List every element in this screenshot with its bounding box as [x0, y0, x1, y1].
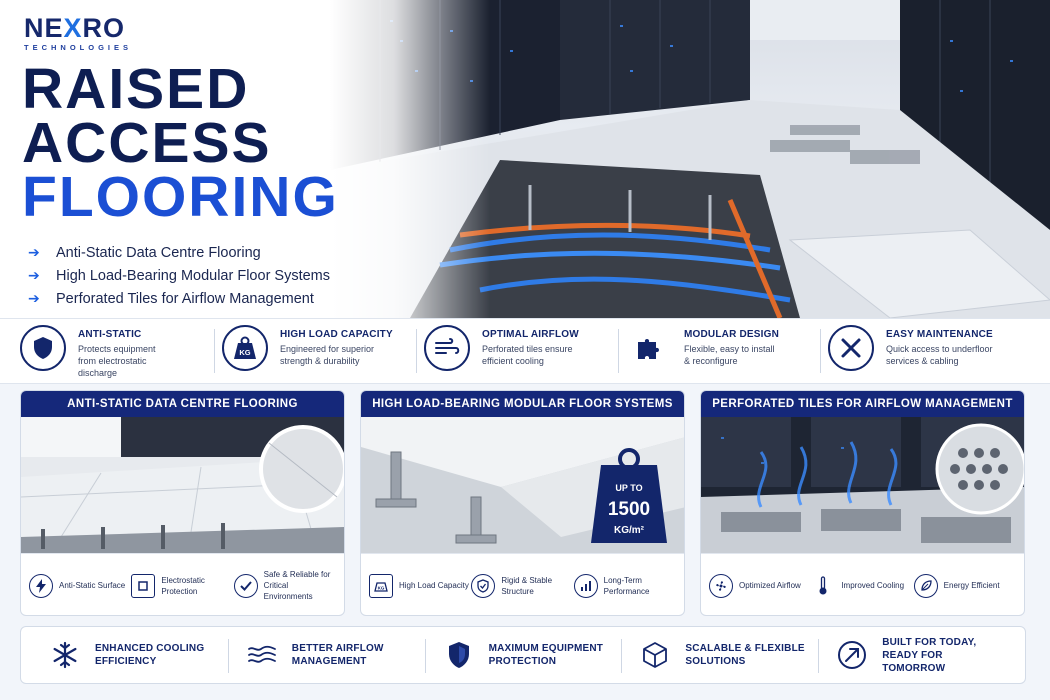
badge-unit: KG/m² [614, 525, 645, 536]
data-centre-photo [330, 0, 1050, 318]
card-title: ANTI-STATIC DATA CENTRE FLOORING [21, 391, 344, 417]
snowflake-icon [49, 639, 81, 671]
chip-icon [131, 573, 156, 598]
product-cards: ANTI-STATIC DATA CENTRE FLOORING Anti-St… [20, 390, 1026, 616]
card-anti-static: ANTI-STATIC DATA CENTRE FLOORING Anti-St… [20, 390, 345, 616]
card-features: Optimized Airflow Improved Cooling Energ… [701, 553, 1024, 615]
pedestal-system-image: UP TO 1500 KG/m² [361, 417, 684, 553]
bullet-list: ➔Anti-Static Data Centre Flooring ➔High … [28, 241, 330, 310]
fan-icon [709, 573, 733, 598]
shield-icon [443, 639, 475, 671]
feature-high-load: KG HIGH LOAD CAPACITY Engineered for sup… [214, 319, 424, 383]
bullet-item: ➔Anti-Static Data Centre Flooring [28, 244, 261, 261]
shield-check-icon [471, 573, 496, 598]
shield-icon [20, 325, 66, 371]
perforated-tiles-image [701, 417, 1024, 553]
brand-name: NEXRO [24, 13, 126, 43]
card-perforated-tiles: PERFORATED TILES FOR AIRFLOW MANAGEMENT [700, 390, 1025, 616]
title-line-3: FLOORING [22, 165, 339, 229]
title-line-1: RAISED [22, 57, 250, 121]
feature-easy-maintenance: EASY MAINTENANCE Quick access to underfl… [820, 319, 1030, 383]
card-feature: Improved Cooling [811, 574, 913, 598]
card-feature: Energy Efficient [913, 573, 1016, 598]
bullet-item: ➔Perforated Tiles for Airflow Management [28, 290, 314, 307]
badge-label: UP TO [615, 483, 642, 493]
page-title: RAISED ACCESS FLOORING [22, 57, 339, 229]
card-feature: Anti-Static Surface [29, 573, 131, 598]
tools-icon [828, 325, 874, 371]
data-centre-illustration [330, 0, 1050, 318]
bullet-item: ➔High Load-Bearing Modular Floor Systems [28, 267, 331, 284]
card-feature: Optimized Airflow [709, 573, 811, 598]
svg-text:KG: KG [378, 585, 385, 590]
arrow-icon: ➔ [28, 267, 40, 283]
card-feature: KG High Load Capacity [369, 573, 471, 598]
leaf-icon [913, 573, 938, 598]
arrow-icon: ➔ [28, 290, 40, 306]
bolt-icon [29, 573, 53, 598]
card-title: HIGH LOAD-BEARING MODULAR FLOOR SYSTEMS [361, 391, 684, 417]
cube-icon [639, 639, 671, 671]
benefit-item: BUILT FOR TODAY,READY FOR TOMORROW [818, 627, 1015, 683]
anti-static-floor-image [21, 417, 344, 553]
brand-subtitle: TECHNOLOGIES [24, 43, 133, 52]
thermometer-icon [811, 574, 835, 598]
puzzle-icon [626, 325, 672, 371]
arrow-icon: ➔ [28, 244, 40, 260]
title-line-2: ACCESS [22, 111, 272, 175]
svg-text:KG: KG [239, 348, 250, 357]
arrow-up-right-icon [836, 639, 868, 671]
wind-icon [246, 639, 278, 671]
hero-fade [330, 0, 490, 318]
hero-banner: NEXRO TECHNOLOGIES RAISED ACCESS FLOORIN… [0, 0, 1050, 318]
weight-icon: KG [369, 573, 393, 598]
badge-value: 1500 [608, 499, 650, 520]
chart-icon [573, 573, 598, 598]
weight-icon: KG [222, 325, 268, 371]
brand-logo: NEXRO TECHNOLOGIES [24, 14, 132, 52]
check-icon [233, 573, 258, 598]
airflow-icon [424, 325, 470, 371]
feature-modular-design: MODULAR DESIGN Flexible, easy to install… [618, 319, 828, 383]
card-title: PERFORATED TILES FOR AIRFLOW MANAGEMENT [701, 391, 1024, 417]
card-high-load: HIGH LOAD-BEARING MODULAR FLOOR SYSTEMS … [360, 390, 685, 616]
